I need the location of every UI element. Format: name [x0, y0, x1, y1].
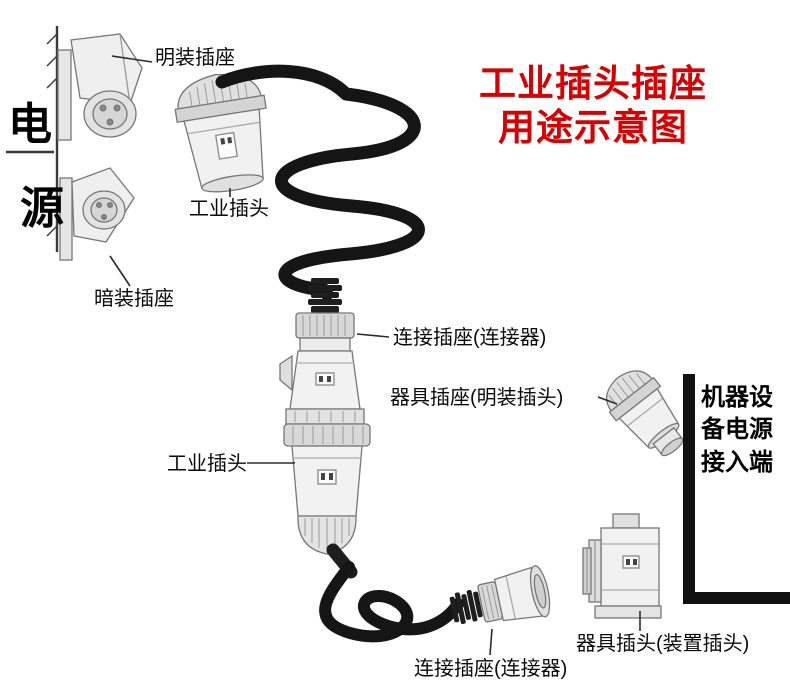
industrial-plug-top-illustration: [174, 73, 267, 193]
surface-socket-illustration: [57, 33, 143, 141]
industrial-plug-top-label: 工业插头: [189, 198, 269, 220]
connector-socket-bottom-illustration: [449, 565, 551, 625]
machine-terminal-label: 机器设 备电源 接入端: [701, 384, 773, 476]
coil-cable-top-illustration: [215, 64, 425, 301]
diagram-title-line2: 用途示意图: [498, 106, 688, 148]
connector-mid-label: 连接插座(连接器): [393, 327, 547, 349]
connector-socket-mid-illustration: [279, 278, 365, 425]
connector-bottom-label: 连接插座(连接器): [414, 658, 568, 680]
machine-terminal-box: [683, 374, 790, 604]
wall-line: [6, 26, 59, 252]
appliance-socket-illustration: [605, 370, 684, 457]
industrial-plug-mid-label: 工业插头: [167, 453, 247, 475]
coil-cable-bottom-illustration: [319, 561, 464, 643]
flush-socket-label: 暗装插座: [94, 288, 174, 310]
power-source-char-2: 源: [20, 184, 64, 233]
appliance-socket-label: 器具插座(明装插头): [390, 387, 564, 409]
diagram-title-line1: 工业插头插座: [479, 63, 707, 104]
diagram-title: 工业插头插座 用途示意图: [462, 62, 724, 149]
power-source-char-1: 电: [8, 100, 52, 149]
appliance-plug-illustration: [582, 513, 662, 619]
industrial-plug-mid-illustration: [283, 423, 371, 579]
leader-lines: [109, 55, 641, 656]
surface-socket-label: 明装插座: [155, 47, 235, 69]
appliance-plug-label: 器具插头(装置插头): [576, 633, 750, 655]
flush-socket-illustration: [59, 167, 135, 261]
